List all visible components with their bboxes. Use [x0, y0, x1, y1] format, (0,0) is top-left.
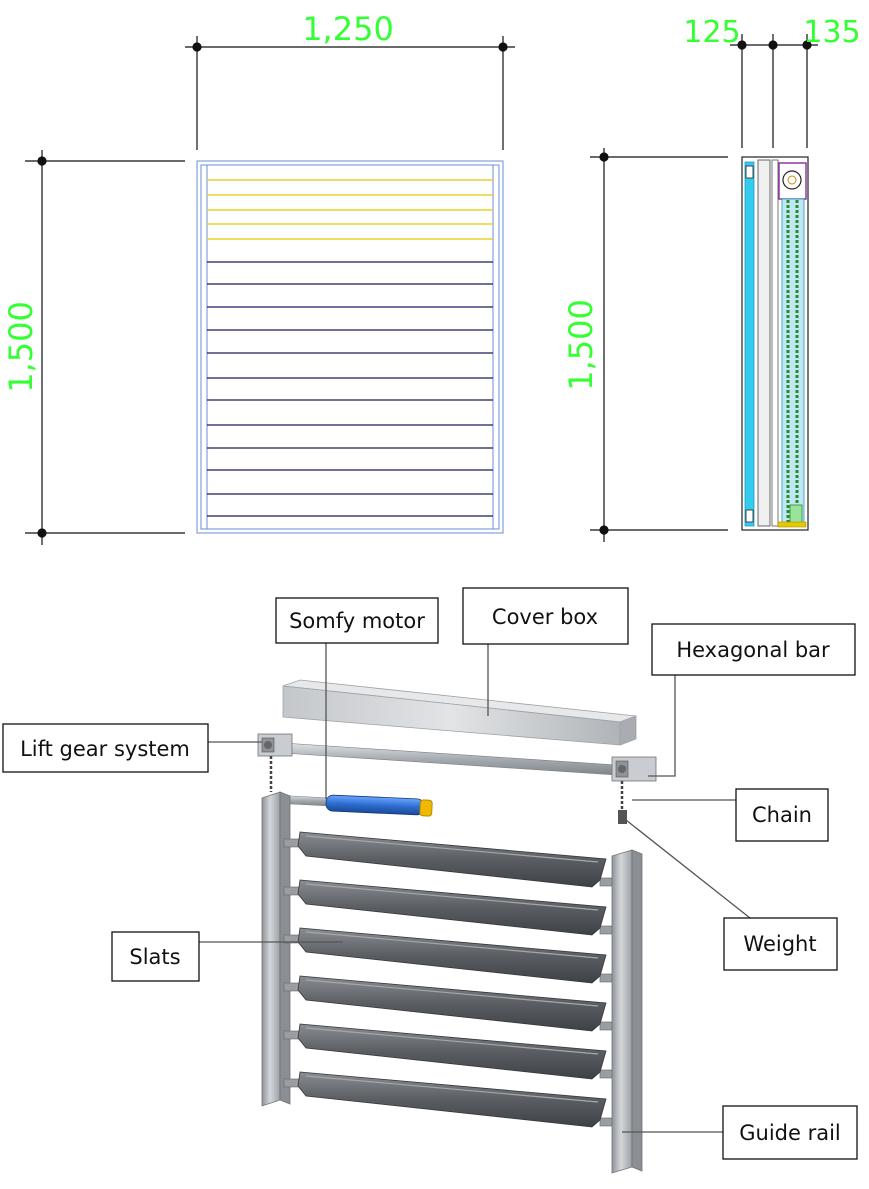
callout-somfy-motor: Somfy motor: [275, 597, 439, 799]
hexagonal-bar: [267, 741, 633, 777]
callout-cover-box: Cover box: [462, 587, 629, 716]
depth-dimension: [730, 34, 818, 148]
callout-guide-rail-label: Guide rail: [739, 1121, 841, 1145]
callout-lift-gear-system-label: Lift gear system: [20, 737, 190, 761]
slat-3d-6: [283, 1071, 617, 1128]
lift-gear-right: [611, 756, 657, 782]
front-elevation: 1,250 1,500: [2, 10, 515, 545]
guide-rail-left: [261, 791, 291, 1107]
slat-3d-1: [283, 831, 617, 888]
guide-rail-right: [611, 849, 643, 1174]
callout-hexagonal-bar-label: Hexagonal bar: [676, 638, 830, 662]
slats-3d: [283, 831, 617, 1128]
front-width-label: 1,250: [302, 10, 394, 48]
slat-3d-5: [283, 1023, 617, 1080]
callout-cover-box-label: Cover box: [492, 605, 598, 629]
callout-hexagonal-bar: Hexagonal bar: [648, 623, 856, 777]
somfy-motor: [325, 794, 433, 817]
height-dimension: [25, 150, 185, 545]
callout-lift-gear-system: Lift gear system: [2, 723, 262, 773]
width-dimension: [185, 36, 515, 150]
weight-right: [618, 810, 627, 824]
lift-gear-left: [257, 733, 293, 757]
assembly-3d: [257, 679, 657, 1174]
side-depth-right-label: 135: [803, 15, 860, 50]
callout-chain: Chain: [632, 788, 829, 842]
callout-slats-label: Slats: [129, 945, 180, 969]
slat-3d-4: [283, 975, 617, 1032]
side-depth-left-label: 125: [683, 15, 740, 50]
callout-chain-label: Chain: [752, 803, 812, 827]
slat-3d-3: [283, 927, 617, 984]
callout-somfy-motor-label: Somfy motor: [289, 609, 425, 633]
slat-3d-2: [283, 879, 617, 936]
callout-guide-rail: Guide rail: [622, 1105, 858, 1160]
side-height-label: 1,500: [562, 299, 600, 391]
side-height-dimension: [590, 148, 728, 542]
side-section: 125 135 1,500: [562, 15, 861, 542]
callout-weight-label: Weight: [743, 932, 816, 956]
side-section-body: [741, 156, 809, 531]
front-height-label: 1,500: [2, 301, 40, 393]
callout-weight: Weight: [625, 819, 838, 971]
front-frame: [196, 160, 504, 534]
callout-slats: Slats: [111, 931, 343, 982]
front-slats: [207, 179, 493, 517]
cover-box: [282, 679, 637, 746]
